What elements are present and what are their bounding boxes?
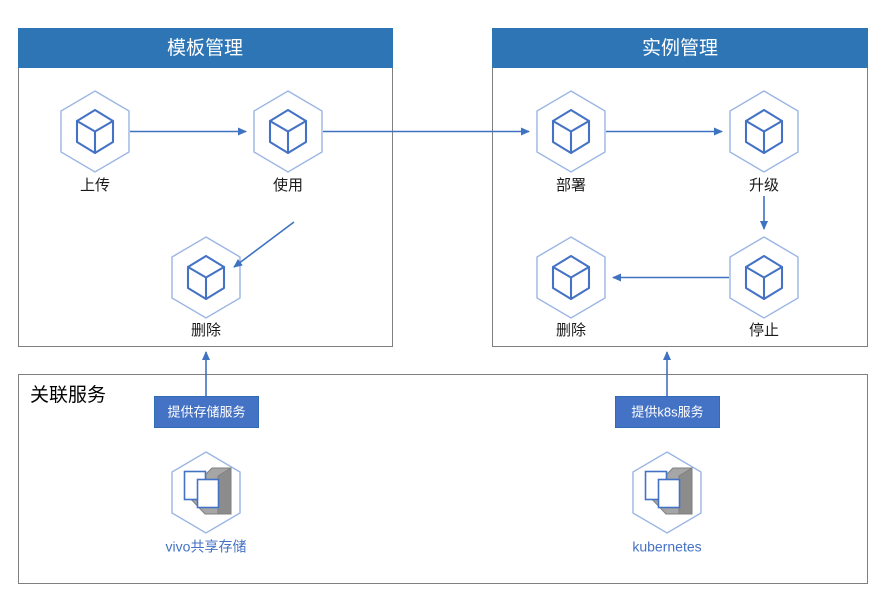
node-delete-template[interactable]: 删除 xyxy=(171,236,241,339)
node-deploy[interactable]: 部署 xyxy=(536,90,606,194)
node-use[interactable]: 使用 xyxy=(253,90,323,194)
delete-instance-label: 删除 xyxy=(556,322,586,339)
cube-icon xyxy=(551,254,591,301)
deploy-label: 部署 xyxy=(556,177,586,194)
service-kubernetes[interactable]: kubernetes xyxy=(632,451,702,555)
arrow-use-to-delete xyxy=(233,221,295,268)
panel-instance-header xyxy=(492,28,868,68)
node-stop[interactable]: 停止 xyxy=(729,236,799,339)
storage-stack-icon xyxy=(183,467,232,515)
cube-icon xyxy=(744,254,784,301)
k8s-badge-label: 提供k8s服务 xyxy=(631,404,703,419)
upgrade-label: 升级 xyxy=(749,177,779,194)
stop-label: 停止 xyxy=(749,322,779,339)
panel-instance-title: 实例管理 xyxy=(642,37,718,59)
cube-icon xyxy=(551,108,591,155)
cube-icon xyxy=(268,108,308,155)
k8s-badge[interactable]: 提供k8s服务 xyxy=(615,396,720,428)
kubernetes-label: kubernetes xyxy=(632,539,701,555)
services-section-label: 关联服务 xyxy=(30,384,106,406)
cube-icon xyxy=(744,108,784,155)
node-upgrade[interactable]: 升级 xyxy=(729,90,799,194)
k8s-badge-box xyxy=(615,396,720,428)
cube-icon xyxy=(75,108,115,155)
service-vivo-storage[interactable]: vivo共享存储 xyxy=(166,451,247,555)
panel-template-title: 模板管理 xyxy=(167,37,243,59)
node-delete-instance[interactable]: 删除 xyxy=(536,236,606,339)
node-upload[interactable]: 上传 xyxy=(60,90,130,194)
panel-services: 关联服务 提供存储服务 提供k8s服务 xyxy=(18,351,868,584)
storage-badge[interactable]: 提供存储服务 xyxy=(154,396,259,428)
storage-badge-box xyxy=(154,396,259,428)
storage-stack-icon xyxy=(644,467,693,515)
use-label: 使用 xyxy=(273,177,303,194)
delete-template-label: 删除 xyxy=(191,322,221,339)
cube-icon xyxy=(186,254,226,301)
storage-badge-label: 提供存储服务 xyxy=(167,404,245,419)
panel-services-body xyxy=(18,374,868,584)
panel-template-header xyxy=(18,28,393,68)
vivo-storage-label: vivo共享存储 xyxy=(166,539,247,555)
panel-instance: 实例管理 部署 升级 xyxy=(492,28,868,347)
panel-template: 模板管理 上传 使用 xyxy=(18,28,393,347)
upload-label: 上传 xyxy=(80,177,110,194)
